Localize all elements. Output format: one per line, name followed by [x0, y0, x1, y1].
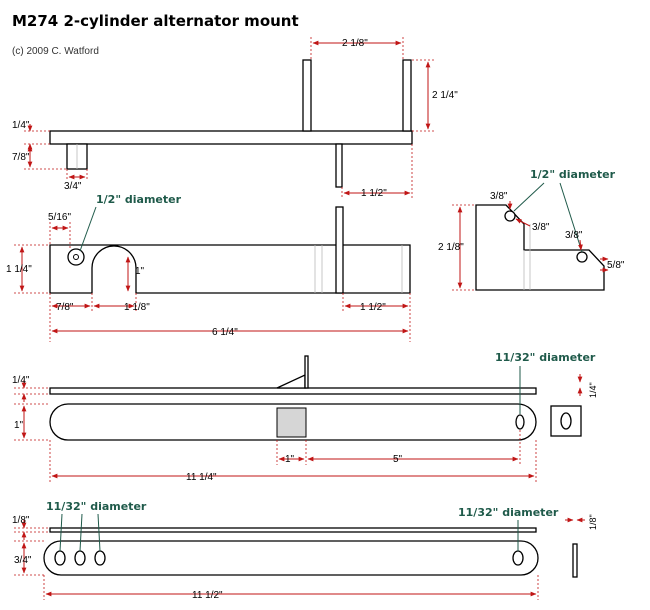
- bar-view: 11/32" diameter 11/32" diameter 1/8" 3/4…: [12, 500, 598, 601]
- end-lower-hole: [576, 251, 588, 263]
- dim-arm-height: 1": [14, 420, 24, 431]
- top-right-upright: [402, 59, 412, 132]
- bar-hole-4: [512, 550, 524, 566]
- end-upper-hole: [504, 210, 516, 222]
- dim-arm-end-thickness: 1/4": [588, 382, 598, 398]
- dim-bar-end-thickness: 1/8": [588, 514, 598, 530]
- dim-arm-block-width: 1": [285, 454, 295, 465]
- bar-left-hole-callout: 11/32" diameter: [46, 500, 147, 513]
- dim-end-height: 2 1/8": [438, 242, 464, 253]
- side-hole-callout: 1/2" diameter: [96, 193, 182, 206]
- end-bracket-body: [475, 204, 605, 291]
- dim-end-upper-hole-b: 3/8": [532, 222, 550, 233]
- dim-side-post-offset: 1 1/2": [360, 302, 386, 313]
- arm-top-strip: [49, 387, 537, 395]
- top-post: [335, 143, 343, 188]
- side-post: [335, 206, 344, 294]
- bar-body: [43, 540, 539, 576]
- drawing-title: M274 2-cylinder alternator mount: [12, 12, 299, 30]
- dim-side-total-length: 6 1/4": [212, 327, 238, 338]
- copyright-notice: (c) 2009 C. Watford: [12, 46, 99, 57]
- arm-end-hole: [560, 412, 572, 430]
- dim-arm-strip-thickness: 1/4": [12, 375, 30, 386]
- side-half-inch-hole: [67, 248, 85, 266]
- end-bracket-view: 1/2" diameter 3/8" 3/8" 3/8" 2 1/8" 5/8": [438, 168, 625, 291]
- dim-side-slot-height: 1": [135, 266, 145, 277]
- dim-side-slot-offset: 7/8": [56, 302, 74, 313]
- arm-bracket: [276, 373, 306, 389]
- dim-bar-height: 3/4": [14, 555, 32, 566]
- dim-top-plate-thickness: 1/4": [12, 120, 30, 131]
- dim-side-hole-offset: 5/16": [48, 212, 71, 223]
- dim-end-lower-hole: 3/8": [565, 230, 583, 241]
- bar-hole-2: [74, 550, 86, 566]
- dim-top-tab-width: 3/4": [64, 181, 82, 192]
- dim-end-lower-edge: 5/8": [607, 260, 625, 271]
- bar-hole-3: [94, 550, 106, 566]
- dim-side-slot-width: 1 1/8": [124, 302, 150, 313]
- top-plate: [49, 130, 413, 145]
- bar-hole-1: [54, 550, 66, 566]
- dim-end-upper-hole-a: 3/8": [490, 191, 508, 202]
- dim-top-width: 2 1/8": [342, 38, 368, 49]
- dim-bar-strip-thickness: 1/8": [12, 515, 30, 526]
- arm-view: 11/32" diameter 1/4" 1" 1" 5" 11 1/4" 1/…: [12, 351, 598, 484]
- side-view: 1/2" diameter 5/16" 1 1/4" 1" 7/8" 1 1/8…: [6, 193, 411, 342]
- bar-end-piece: [572, 543, 578, 578]
- arm-block: [276, 407, 307, 438]
- dim-top-tab-height: 7/8": [12, 152, 30, 163]
- arm-slot-hole: [515, 414, 525, 430]
- top-left-upright: [302, 59, 312, 132]
- top-view: 2 1/8" 2 1/4" 1/4" 7/8" 3/4" 1 1/2": [12, 37, 458, 199]
- side-hole-center: [73, 254, 79, 260]
- dim-arm-hole-spacing: 5": [393, 454, 403, 465]
- dim-side-height: 1 1/4": [6, 264, 32, 275]
- arm-hole-callout: 11/32" diameter: [495, 351, 596, 364]
- dim-top-post-offset: 1 1/2": [361, 188, 387, 199]
- end-hole-callout: 1/2" diameter: [530, 168, 616, 181]
- bar-right-hole-callout: 11/32" diameter: [458, 506, 559, 519]
- bar-top-strip: [49, 527, 537, 533]
- dim-top-height: 2 1/4": [432, 90, 458, 101]
- side-body: [49, 244, 411, 294]
- dim-arm-total-length: 11 1/4": [186, 472, 217, 483]
- arm-bracket-upright: [304, 355, 309, 389]
- dim-bar-total-length: 11 1/2": [192, 590, 223, 601]
